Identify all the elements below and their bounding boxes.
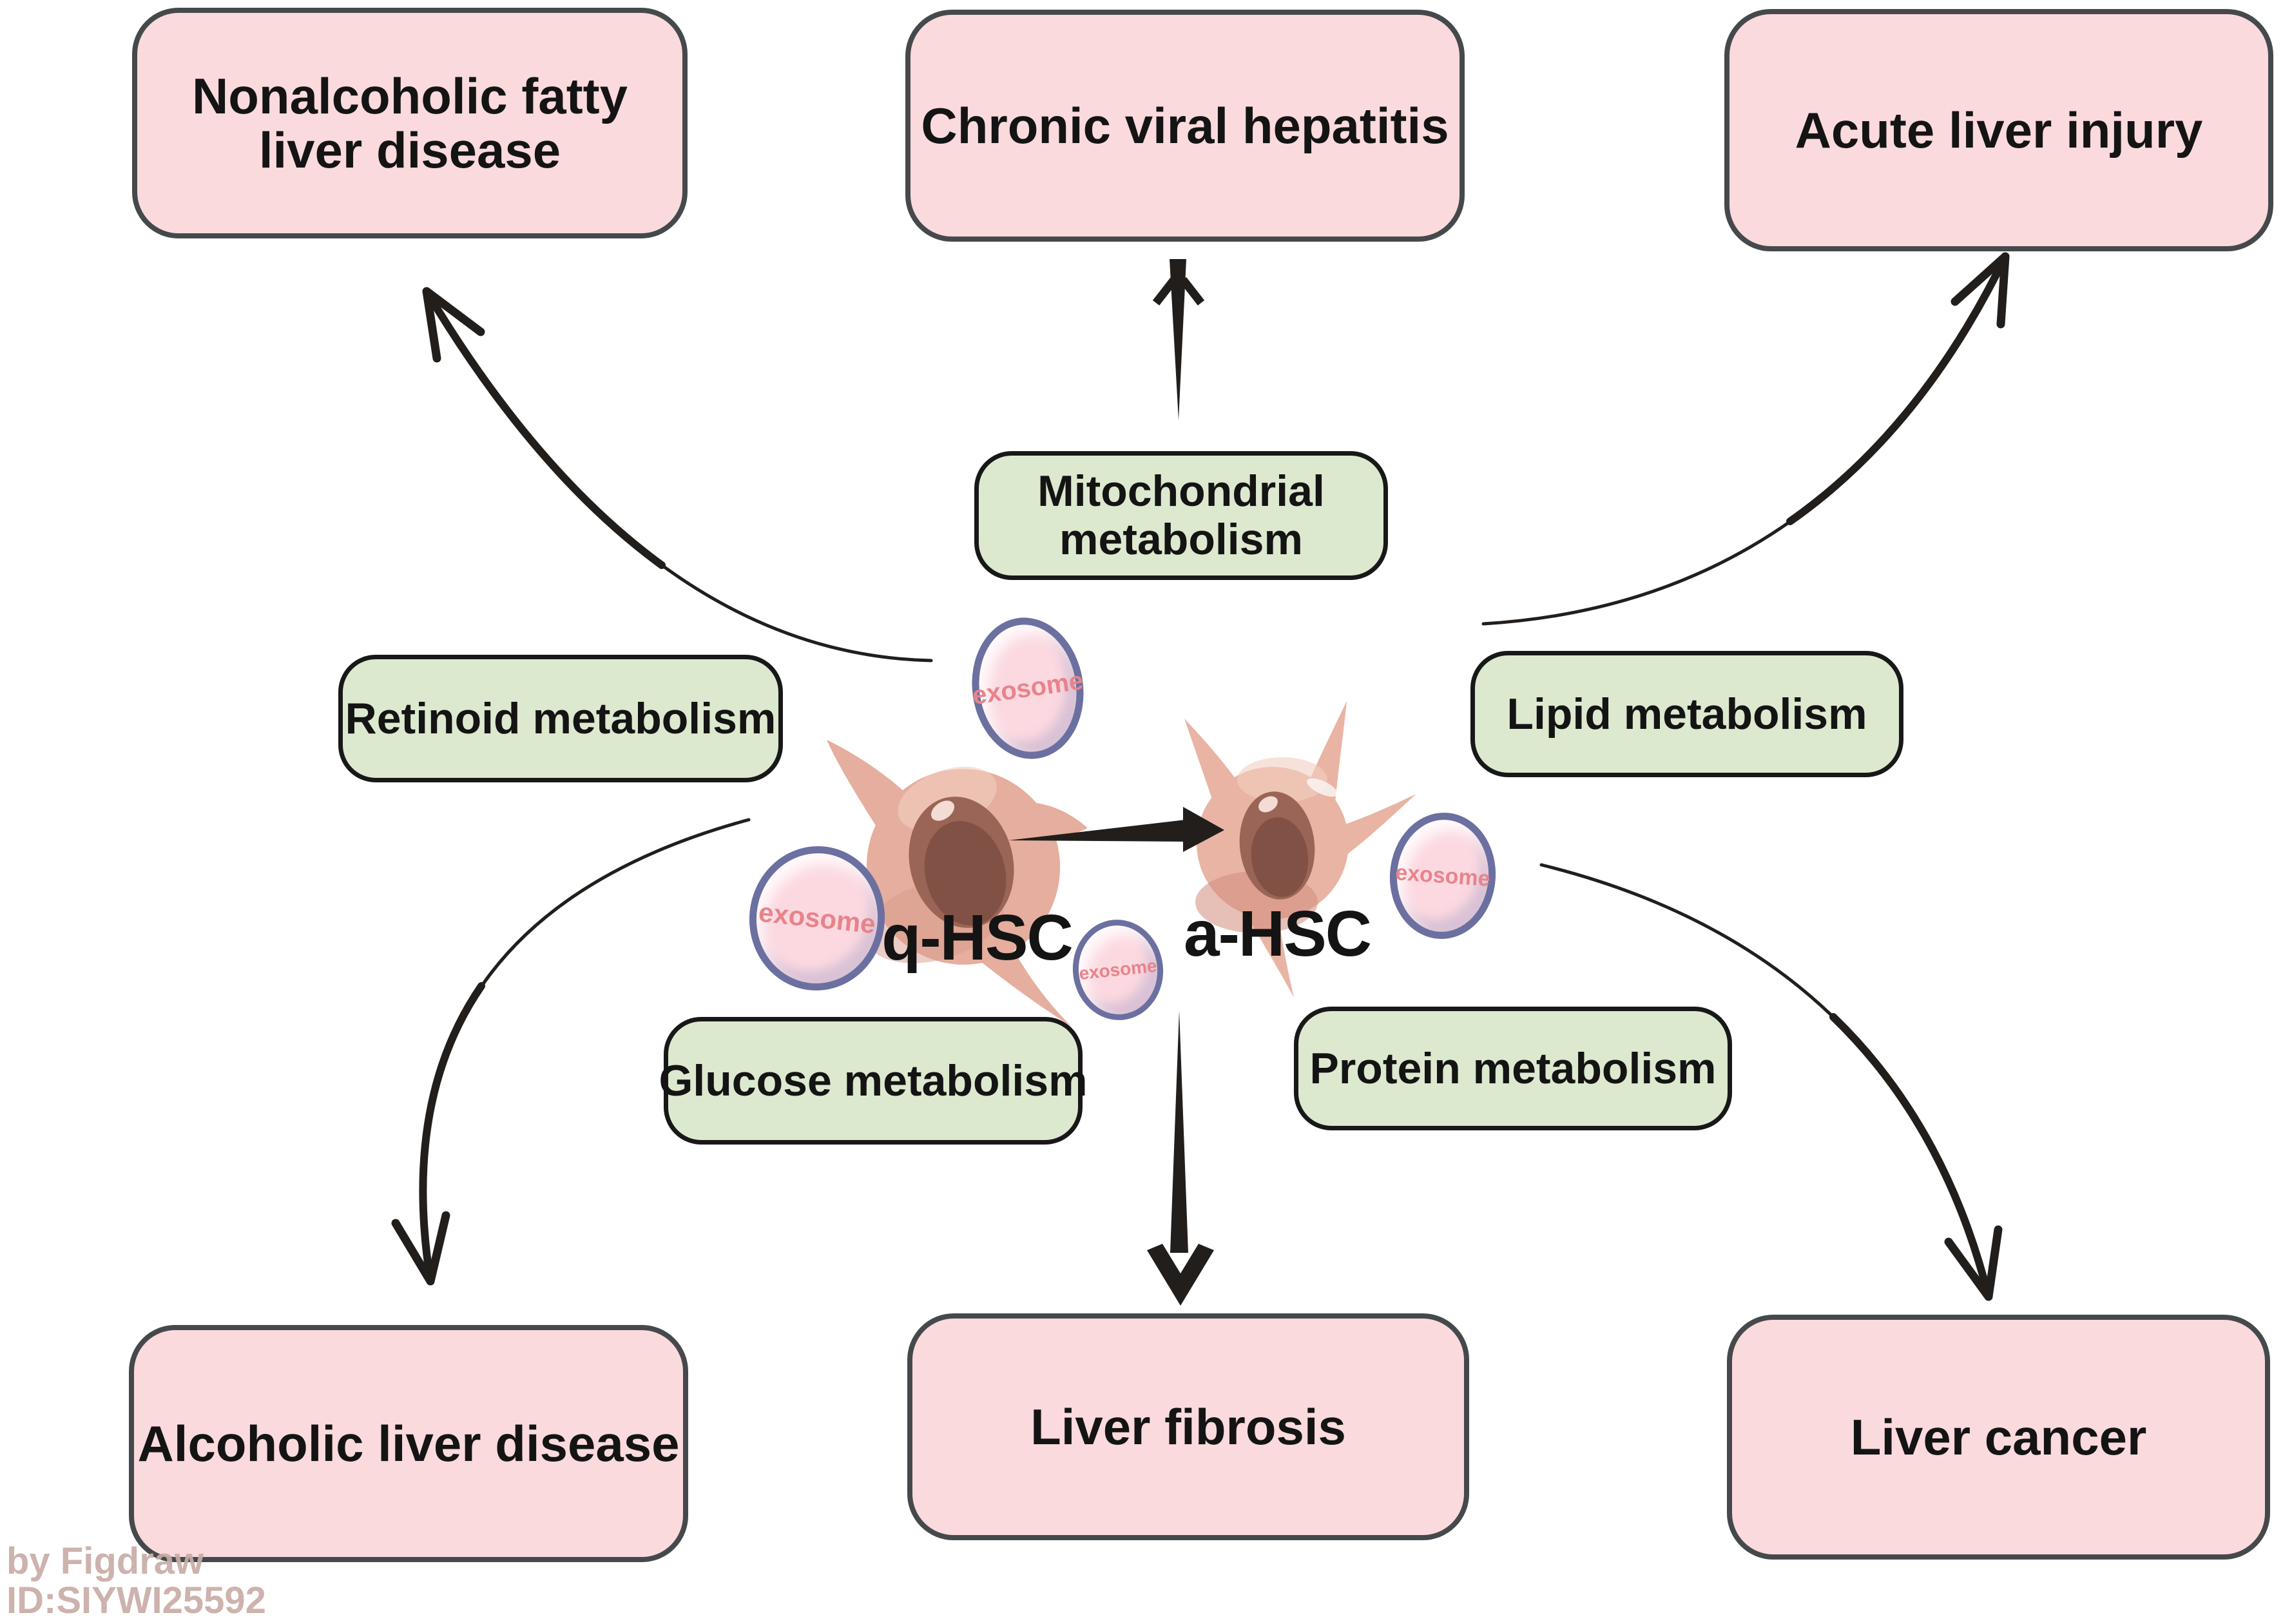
q-hsc-cell-illustration: [827, 740, 1088, 1026]
disease-box-acute-liver-injury: Acute liver injury: [1724, 9, 2273, 251]
disease-box-liver-cancer: Liver cancer: [1727, 1315, 2270, 1560]
disease-box-alcoholic-liver-disease: Alcoholic liver disease: [129, 1325, 688, 1562]
exosome-top-label: exosome: [970, 666, 1085, 710]
arrow-qhsc-to-ahsc: [1008, 807, 1224, 852]
arrow-to-acute-liver-injury: [1481, 252, 2010, 626]
arrow-to-alcoholic-liver-disease: [391, 818, 751, 1286]
metabolism-box-protein: Protein metabolism: [1294, 1007, 1732, 1130]
qhsc-label: q-HSC: [881, 902, 1074, 974]
disease-box-acute-liver-injury-label: Acute liver injury: [1795, 101, 2203, 159]
watermark-line1: by Figdraw: [6, 1540, 204, 1582]
arrow-to-nafld: [422, 287, 933, 662]
metabolism-box-mitochondrial: Mitochondrial metabolism: [974, 451, 1388, 580]
metabolism-box-lipid: Lipid metabolism: [1470, 651, 1903, 777]
arrow-to-liver-cancer: [1539, 863, 2003, 1301]
disease-box-alcoholic-liver-disease-label: Alcoholic liver disease: [137, 1415, 680, 1472]
a-hsc-cell-illustration: [1184, 701, 1416, 998]
figdraw-watermark: by Figdraw ID:SIYWI25592: [6, 1542, 266, 1621]
ahsc-label: a-HSC: [1183, 898, 1372, 970]
exosome-right-label: exosome: [1394, 860, 1491, 891]
disease-box-liver-cancer-label: Liver cancer: [1850, 1408, 2147, 1465]
metabolism-box-mitochondrial-label: Mitochondrial metabolism: [1037, 467, 1325, 564]
disease-box-chronic-viral-hepatitis: Chronic viral hepatitis: [905, 10, 1465, 242]
metabolism-box-retinoid: Retinoid metabolism: [338, 655, 783, 782]
metabolism-box-glucose-label: Glucose metabolism: [659, 1056, 1088, 1105]
watermark-line2: ID:SIYWI25592: [6, 1580, 266, 1622]
metabolism-box-glucose: Glucose metabolism: [659, 1017, 1088, 1145]
disease-box-liver-fibrosis: Liver fibrosis: [907, 1313, 1469, 1540]
disease-box-liver-fibrosis-label: Liver fibrosis: [1030, 1398, 1346, 1455]
metabolism-box-lipid-label: Lipid metabolism: [1507, 689, 1867, 739]
arrow-to-liver-fibrosis: [1147, 1010, 1214, 1306]
disease-box-nafld-label: Nonalcoholic fatty liver disease: [191, 67, 628, 179]
arrow-to-chronic-viral-hepatitis: [1152, 259, 1205, 420]
metabolism-box-retinoid-label: Retinoid metabolism: [345, 693, 776, 743]
disease-box-nafld: Nonalcoholic fatty liver disease: [132, 8, 688, 238]
metabolism-box-protein-label: Protein metabolism: [1309, 1043, 1717, 1093]
disease-box-chronic-viral-hepatitis-label: Chronic viral hepatitis: [921, 97, 1449, 154]
